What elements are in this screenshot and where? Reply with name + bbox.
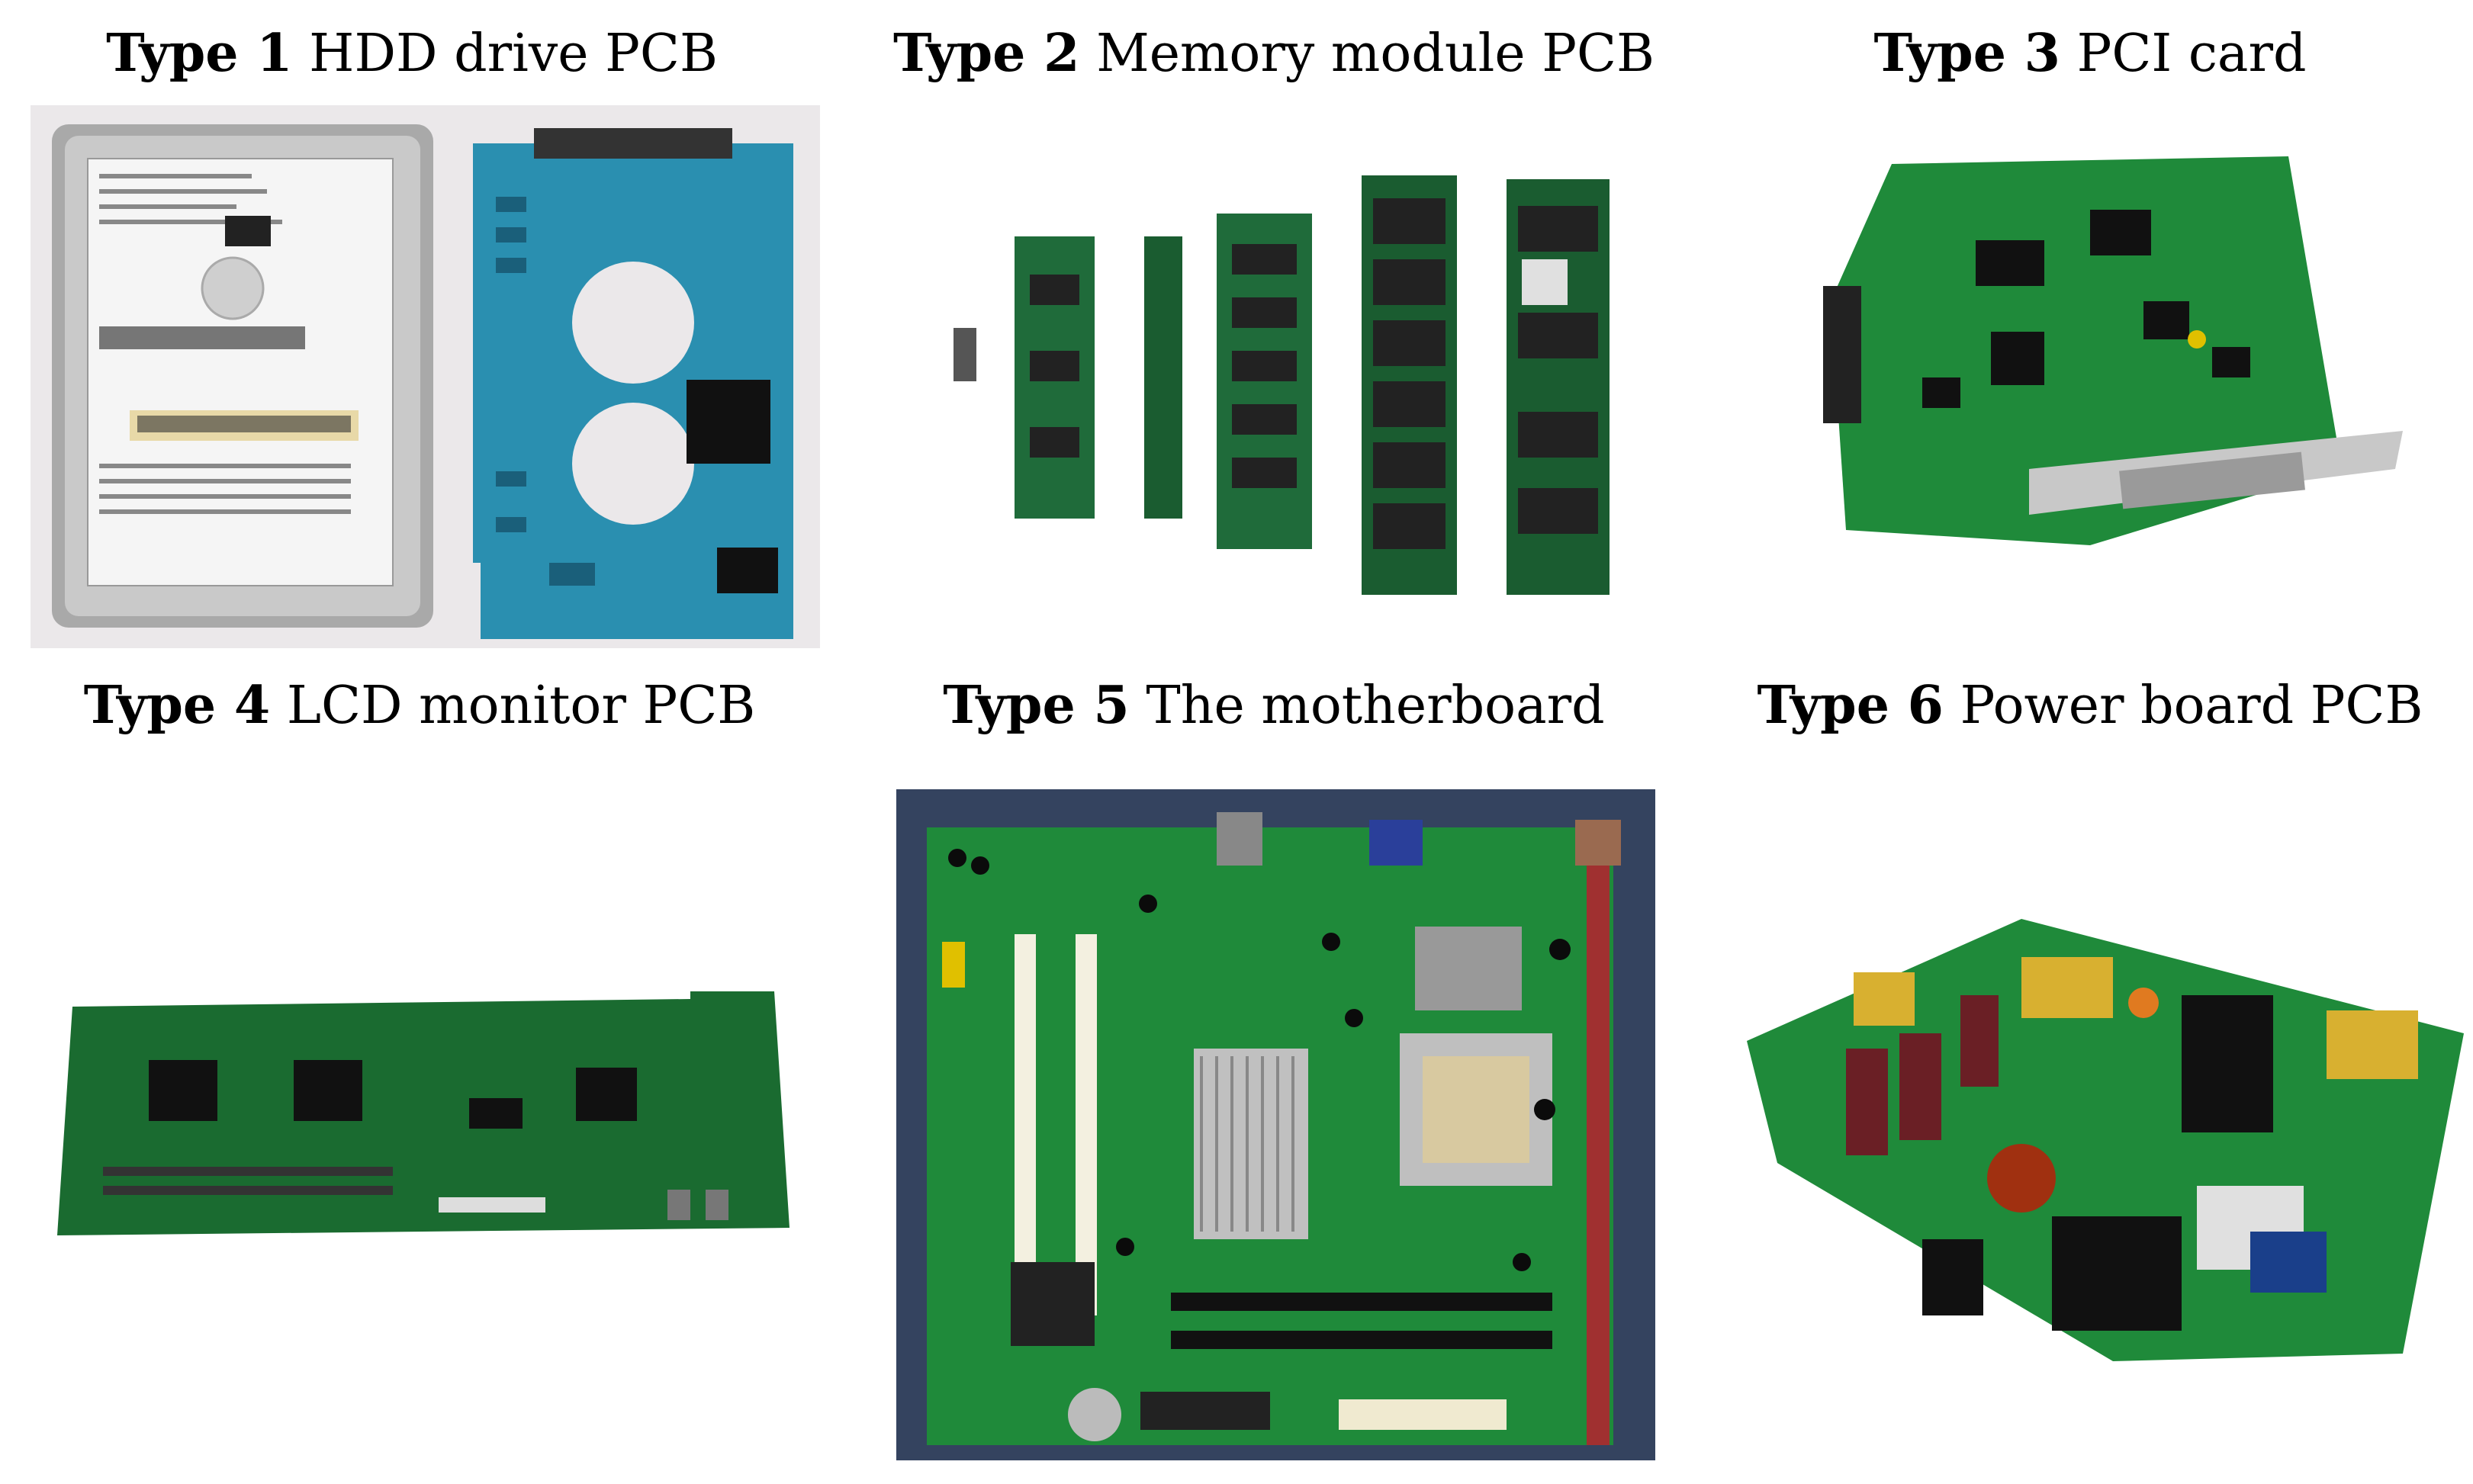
caption-type-4: Type 4 LCD monitor PCB: [38, 675, 801, 737]
caption-type-1: Type 1 HDD drive PCB: [31, 23, 793, 85]
caption-type-4-desc: LCD monitor PCB: [286, 676, 756, 736]
caption-type-3-desc: PCI card: [2076, 24, 2307, 84]
caption-type-5-desc: The motherboard: [1146, 676, 1605, 736]
caption-type-6-desc: Power board PCB: [1960, 676, 2423, 736]
caption-type-2-label: Type 2: [892, 23, 1080, 84]
caption-type-6: Type 6 Power board PCB: [1709, 675, 2471, 737]
photo-pci-card: [1800, 149, 2410, 591]
photo-motherboard: [896, 789, 1655, 1460]
photo-memory-module-pcb: [946, 160, 1617, 595]
caption-type-3-label: Type 3: [1873, 23, 2060, 84]
caption-type-2: Type 2 Memory module PCB: [892, 23, 1655, 85]
photo-power-board-pcb: [1732, 911, 2464, 1361]
caption-type-6-label: Type 6: [1757, 675, 1944, 736]
photo-lcd-monitor-pcb: [42, 976, 805, 1266]
caption-type-5-label: Type 5: [943, 675, 1130, 736]
photo-hdd-drive-pcb: [31, 105, 820, 648]
caption-type-1-desc: HDD drive PCB: [309, 24, 718, 84]
caption-type-1-label: Type 1: [106, 23, 293, 84]
caption-type-5: Type 5 The motherboard: [892, 675, 1655, 737]
caption-type-3: Type 3 PCI card: [1709, 23, 2471, 85]
caption-type-2-desc: Memory module PCB: [1096, 24, 1655, 84]
caption-type-4-label: Type 4: [83, 675, 271, 736]
